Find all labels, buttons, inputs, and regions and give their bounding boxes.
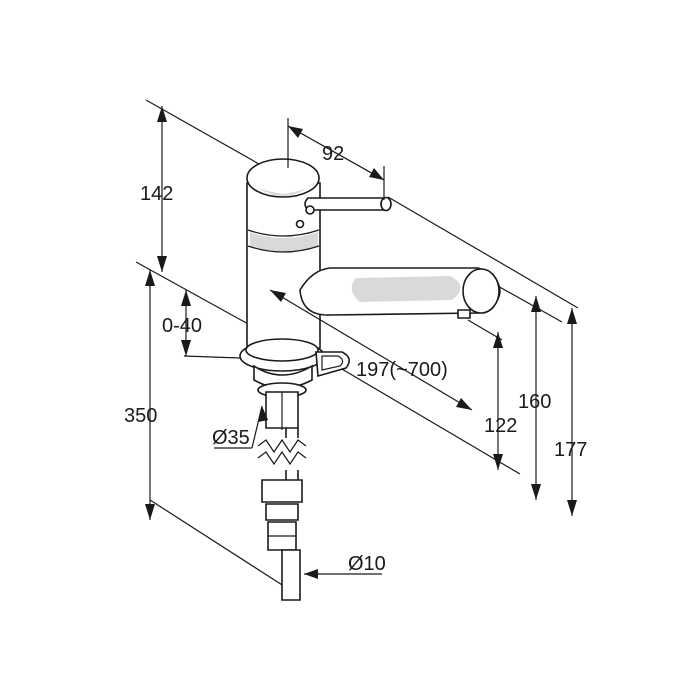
max-height-label: 177 xyxy=(554,439,587,461)
spout-outlet-height-label: 122 xyxy=(484,415,517,437)
spout-top-height-label: 160 xyxy=(518,391,551,413)
extension-lines xyxy=(135,99,579,591)
hole-diameter-label: Ø35 xyxy=(212,427,250,449)
overall-height-label: 142 xyxy=(140,183,173,205)
mounting-shank xyxy=(257,391,307,601)
hose-diameter-label: Ø10 xyxy=(348,553,386,575)
dimension-arrows xyxy=(145,106,577,579)
lever-handle xyxy=(304,196,392,215)
adjustable-height-label: 0-40 xyxy=(162,315,202,337)
dimension-labels: 142 92 0-40 197(~700) 350 Ø35 122 160 17… xyxy=(124,143,587,575)
pull-out-spout xyxy=(299,267,501,319)
deck-to-tap-height-label: 350 xyxy=(124,405,157,427)
base-rosette xyxy=(239,338,350,398)
dimension-lines xyxy=(149,106,573,575)
faucet-body xyxy=(246,158,321,356)
spout-reach-label: 197(~700) xyxy=(356,359,448,381)
lever-reach-label: 92 xyxy=(322,143,344,165)
